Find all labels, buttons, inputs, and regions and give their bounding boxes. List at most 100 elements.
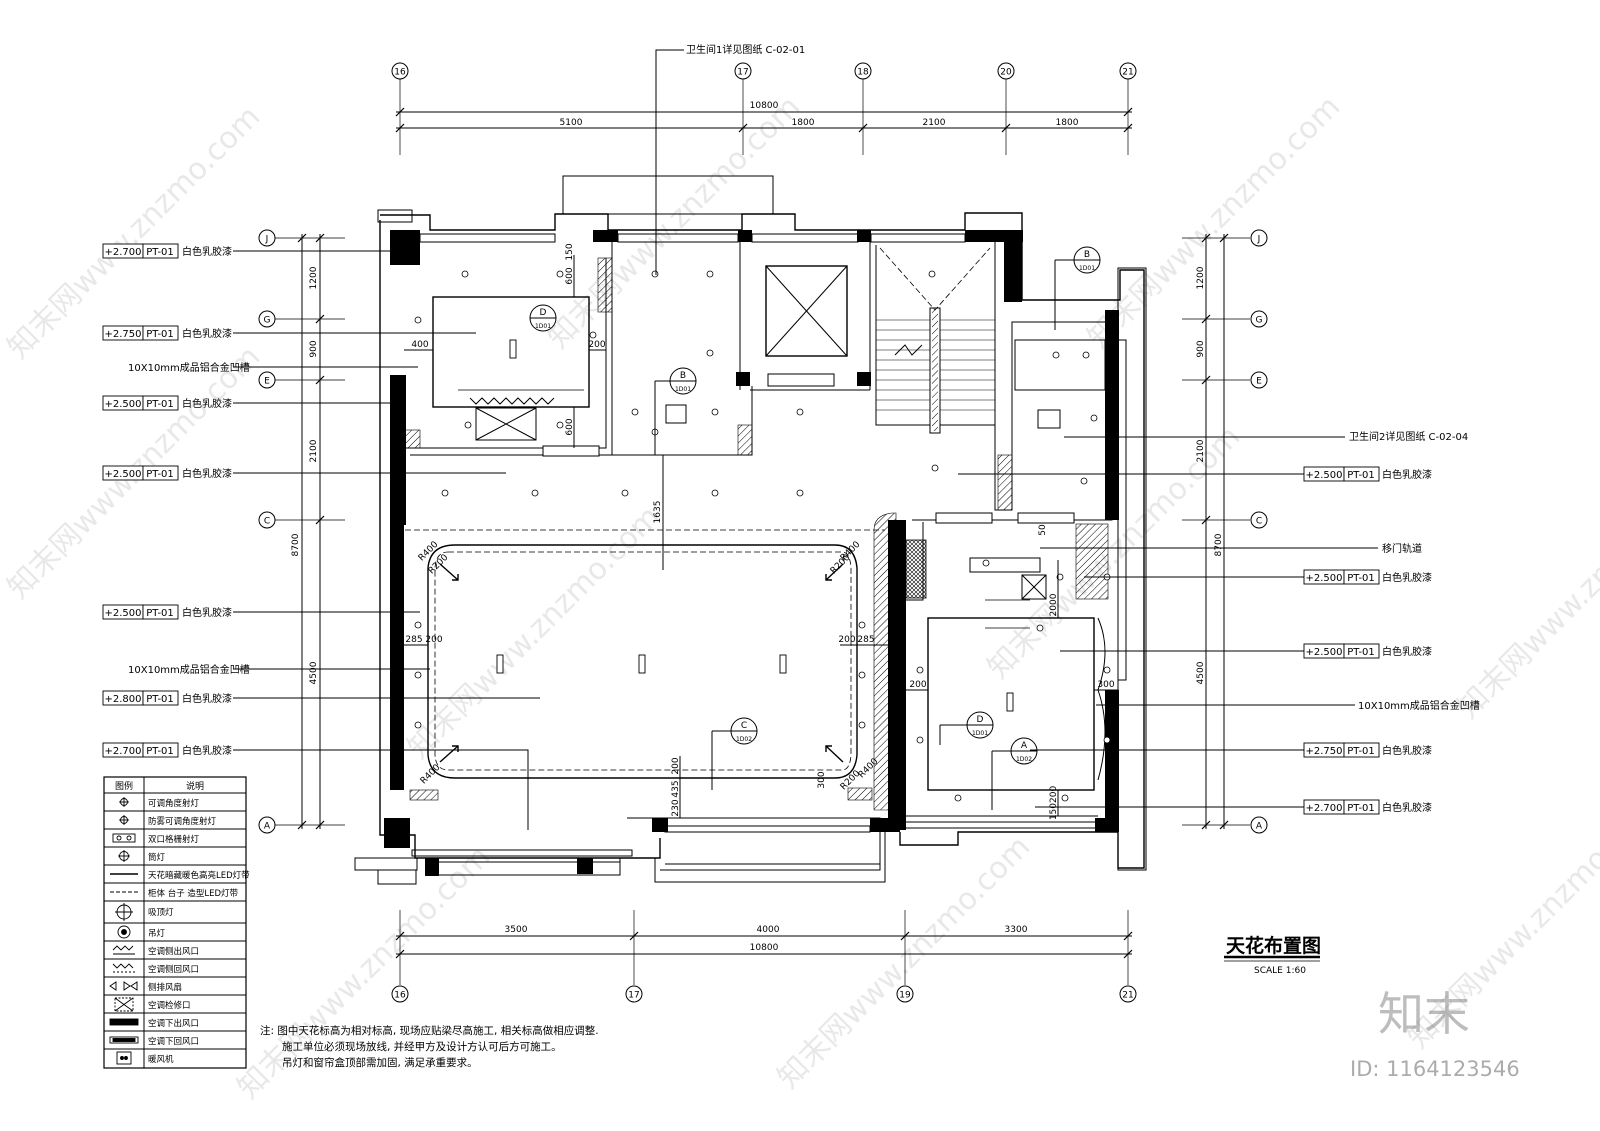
right-dimensions: 1200 900 2100 4500 8700 (1196, 233, 1229, 830)
dim-segment: 900 (309, 340, 319, 357)
drawing-title: 天花布置图 (1226, 934, 1321, 957)
svg-text:白色乳胶漆: 白色乳胶漆 (1382, 645, 1432, 658)
svg-text:PT-01: PT-01 (1347, 647, 1375, 658)
dim-segment: 2100 (923, 118, 946, 128)
svg-text:50: 50 (1038, 524, 1048, 536)
note-line: 注: 图中天花标高为相对标高, 现场应贴梁尽高施工, 相关标高做相应调整. (260, 1024, 599, 1037)
axis-bubble: 20 (997, 62, 1015, 80)
ceiling-tag: 10X10mm成品铝合金凹槽 (128, 663, 430, 676)
ceiling-tag: 10X10mm成品铝合金凹槽 (128, 361, 418, 374)
legend-item-label: 空调侧回风口 (148, 964, 199, 975)
ceiling-tray-master (927, 617, 1095, 791)
legend-item-label: 空调侧出风口 (148, 946, 199, 957)
image-id: ID: 1164123546 (1350, 1057, 1520, 1081)
top-note: 卫生间1详见图纸 C-02-01 (655, 43, 805, 275)
detail-callout: C 1D02 (711, 717, 758, 790)
svg-text:PT-01: PT-01 (1347, 803, 1375, 814)
detail-callout: B 1D01 (654, 367, 697, 455)
svg-text:+2.500: +2.500 (1305, 573, 1342, 584)
top-axis-bubbles: 16 17 18 20 21 (391, 62, 1137, 80)
legend-item-label: 天花暗藏暖色高亮LED灯带 (148, 870, 250, 881)
svg-text:21: 21 (1122, 991, 1133, 1001)
dim-segment: 4500 (309, 661, 319, 684)
dim-segment: 900 (1196, 340, 1206, 357)
svg-text:200: 200 (425, 635, 442, 645)
svg-text:+2.500: +2.500 (104, 399, 141, 410)
dim-segment: 1200 (309, 266, 319, 289)
dim-segment: 1200 (1196, 266, 1206, 289)
detail-callout: D 1D01 (939, 711, 994, 745)
exhaust-fan-icon (109, 981, 138, 991)
axis-bubble: 17 (734, 62, 752, 80)
double-grille-light-icon (112, 833, 136, 843)
svg-text:300: 300 (817, 771, 827, 788)
svg-text:PT-01: PT-01 (146, 399, 174, 410)
axis-bubble: J (1250, 229, 1268, 247)
svg-text:白色乳胶漆: 白色乳胶漆 (1382, 468, 1432, 481)
svg-text:10X10mm成品铝合金凹槽: 10X10mm成品铝合金凹槽 (128, 663, 250, 676)
ceiling-tag: +2.800 PT-01 白色乳胶漆 (102, 690, 540, 706)
antifog-spotlight-icon (119, 815, 129, 825)
dim-segment: 4000 (757, 925, 780, 935)
ceiling-tray-bedroom (432, 296, 590, 408)
pendant-lamp-icon (117, 925, 131, 939)
left-dimensions: 8700 1200 900 2100 4500 (291, 233, 325, 830)
watermark-text: 知末网www.znzmo.com (401, 499, 667, 765)
dim-segment: 1800 (1056, 118, 1079, 128)
legend-col-icon: 图例 (115, 780, 133, 792)
svg-text:300: 300 (1097, 680, 1114, 690)
axis-bubble: C (1250, 511, 1268, 529)
svg-text:200: 200 (838, 635, 855, 645)
svg-text:2000: 2000 (1049, 593, 1059, 616)
svg-text:+2.700: +2.700 (1305, 803, 1342, 814)
staircase (875, 245, 995, 434)
adjustable-spotlight-icon (119, 797, 129, 807)
axis-bubble: C (258, 511, 276, 529)
ceiling-tag: 10X10mm成品铝合金凹槽 (1096, 699, 1480, 712)
downlight-icon (118, 850, 130, 862)
ceiling-tag: +2.500 PT-01 白色乳胶漆 (1084, 569, 1432, 585)
axis-bubble: A (1250, 816, 1268, 834)
right-labels: 卫生间2详见图纸 C-02-04 +2.500 PT-01 白色乳胶漆 移门轨道… (958, 430, 1480, 815)
svg-text:+2.750: +2.750 (1305, 746, 1342, 757)
svg-text:1635: 1635 (653, 501, 663, 524)
ac-down-supply-icon (109, 1018, 139, 1026)
legend-col-desc: 说明 (186, 780, 204, 792)
svg-text:10X10mm成品铝合金凹槽: 10X10mm成品铝合金凹槽 (1358, 699, 1480, 712)
detail-callout: A 1D02 (991, 737, 1038, 810)
legend-item-label: 筒灯 (148, 852, 166, 863)
svg-text:1D01: 1D01 (972, 730, 988, 737)
svg-text:20: 20 (1000, 68, 1012, 78)
dim-segment: 2100 (1196, 439, 1206, 462)
axis-bubble: 18 (854, 62, 872, 80)
legend-item-label: 双口格栅射灯 (148, 834, 200, 845)
svg-text:+2.700: +2.700 (104, 247, 141, 258)
svg-text:B: B (680, 371, 686, 381)
svg-text:435: 435 (671, 780, 681, 797)
watermark-text: 知末网www.znzmo.com (541, 89, 807, 355)
svg-text:17: 17 (737, 68, 748, 78)
svg-text:+2.700: +2.700 (104, 746, 141, 757)
axis-bubble: A (258, 816, 276, 834)
svg-text:19: 19 (899, 991, 911, 1001)
svg-text:PT-01: PT-01 (146, 608, 174, 619)
ceiling-tag: +2.750 PT-01 白色乳胶漆 (1030, 742, 1432, 758)
ceiling-tag: +2.700 PT-01 白色乳胶漆 (1035, 799, 1432, 815)
svg-text:E: E (264, 377, 270, 387)
ceiling-tag: +2.750 PT-01 白色乳胶漆 (102, 325, 476, 341)
top-dimensions: 10800 5100 1800 2100 1800 (395, 101, 1133, 133)
ceiling-lamp-icon (115, 903, 133, 921)
svg-text:600: 600 (565, 418, 575, 435)
svg-text:白色乳胶漆: 白色乳胶漆 (182, 744, 232, 757)
svg-text:G: G (1256, 316, 1263, 326)
svg-text:+2.750: +2.750 (104, 329, 141, 340)
svg-text:1D01: 1D01 (1079, 265, 1095, 272)
svg-text:白色乳胶漆: 白色乳胶漆 (182, 606, 232, 619)
left-labels: +2.700 PT-01 白色乳胶漆 +2.750 PT-01 白色乳胶漆 10… (102, 243, 540, 830)
svg-text:卫生间1详见图纸 C-02-01: 卫生间1详见图纸 C-02-01 (686, 43, 805, 56)
note-bath2: 卫生间2详见图纸 C-02-04 (1064, 430, 1468, 443)
svg-text:白色乳胶漆: 白色乳胶漆 (1382, 801, 1432, 814)
dim-total: 8700 (291, 533, 301, 556)
svg-text:白色乳胶漆: 白色乳胶漆 (182, 467, 232, 480)
bay-window-top (562, 175, 774, 215)
